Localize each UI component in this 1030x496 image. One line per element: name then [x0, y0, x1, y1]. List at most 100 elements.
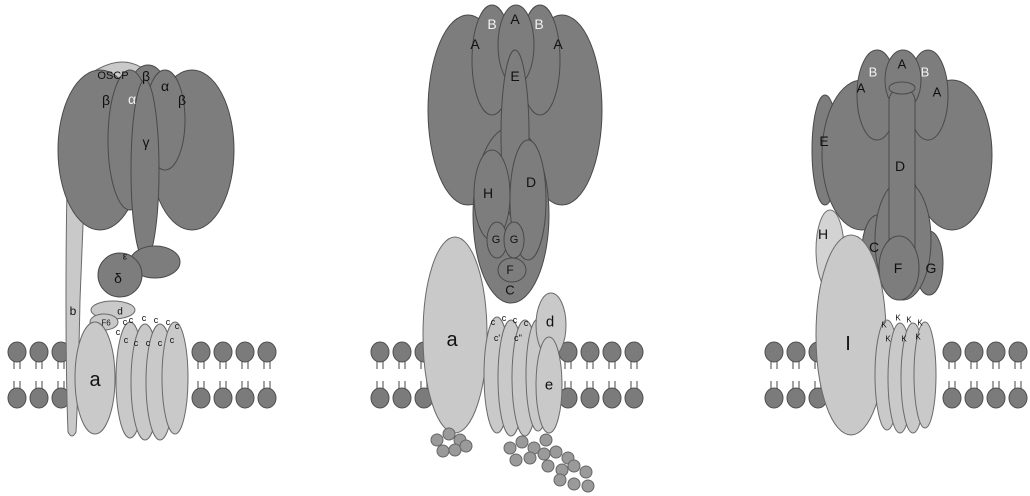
lipid-head	[624, 387, 644, 409]
label-g: G	[926, 260, 937, 276]
label-c: c	[513, 315, 518, 325]
label-c: c	[142, 313, 147, 323]
lipid-head	[213, 341, 233, 363]
i-subunit	[815, 234, 887, 436]
label-c-upper: C	[505, 283, 514, 298]
sugar-residue	[537, 447, 551, 461]
label-c: c	[146, 338, 151, 348]
label-c: c	[134, 338, 139, 348]
label-k: K	[906, 316, 912, 325]
lipid-head	[370, 387, 390, 409]
lipid-head	[986, 341, 1006, 363]
sugar-residue	[436, 444, 450, 458]
gamma-subunit	[130, 79, 160, 261]
label-b-right: B	[534, 16, 543, 32]
lipid-head	[786, 341, 806, 363]
lipid-head	[580, 387, 600, 409]
label-c: c	[502, 313, 507, 323]
lipid-head	[624, 341, 644, 363]
v-type-atpase: B A B A A E H D G G F C a d e c c c c c'…	[422, 4, 603, 493]
label-c: c	[123, 317, 128, 327]
glycosylation-chain-a	[430, 427, 473, 458]
label-e: E	[819, 133, 828, 149]
lipid-head	[235, 341, 255, 363]
label-c: c	[154, 315, 159, 325]
label-c: c	[175, 321, 180, 331]
lipid-head	[7, 341, 27, 363]
sugar-residue	[541, 459, 555, 473]
label-c: c	[166, 317, 171, 327]
label-c: c	[124, 335, 129, 345]
e-subunit-lower	[535, 336, 563, 434]
lipid-head	[986, 387, 1006, 409]
f-subunit	[497, 257, 527, 283]
lipid-head	[942, 341, 962, 363]
label-c-double-prime: c''	[514, 333, 522, 343]
lipid-head	[213, 387, 233, 409]
lipid-head	[964, 387, 984, 409]
d-subunit-top	[888, 81, 916, 95]
lipid-head	[392, 387, 412, 409]
label-k: K	[917, 319, 923, 328]
label-k: K	[915, 333, 921, 342]
a-subunit	[74, 321, 116, 435]
label-c-prime: c'	[494, 333, 501, 343]
lipid-head	[1008, 387, 1028, 409]
sugar-residue	[579, 465, 593, 479]
label-c: c	[116, 327, 121, 337]
f-type-atpase: OSCP β α β α β γ ε δ b d F6 a c c c c c …	[57, 61, 235, 441]
label-d-lower: d	[546, 314, 554, 331]
label-c: c	[129, 315, 134, 325]
label-b-left: B	[869, 65, 878, 80]
label-b-right: B	[921, 65, 930, 80]
sugar-residue	[442, 427, 456, 441]
label-a-top: A	[898, 57, 907, 72]
delta-subunit	[97, 252, 143, 298]
sugar-residue	[515, 435, 529, 449]
lipid-head	[602, 387, 622, 409]
label-k: K	[881, 321, 887, 330]
lipid-head	[191, 387, 211, 409]
lipid-head	[786, 387, 806, 409]
membrane-bilayer-left	[7, 341, 277, 409]
k-ring-labels: K K K K K K K	[881, 314, 923, 344]
lipid-head	[191, 341, 211, 363]
a-type-atpase: B A B A A E D H C F G I K K K K K K K	[811, 49, 993, 436]
label-delta: δ	[114, 270, 122, 286]
label-alpha-mid: α	[128, 91, 136, 107]
label-d: D	[895, 158, 905, 174]
label-a-left: A	[857, 81, 866, 96]
label-epsilon: ε	[123, 252, 128, 263]
lipid-head	[764, 341, 784, 363]
f-subunit	[878, 235, 920, 301]
label-k: K	[885, 335, 891, 344]
c-ring-labels: c c c c c c c c c c c c	[116, 313, 180, 348]
label-a-lower: a	[446, 329, 458, 351]
label-a-top: A	[510, 11, 520, 27]
label-k: K	[895, 314, 901, 323]
label-beta-left: β	[102, 92, 110, 108]
label-a-right: A	[933, 85, 942, 100]
lipid-head	[257, 341, 277, 363]
label-e-upper: E	[510, 68, 519, 84]
label-b: b	[70, 304, 77, 318]
sugar-residue	[523, 451, 537, 465]
lipid-head	[942, 387, 962, 409]
membrane-bilayer-middle	[370, 341, 644, 409]
lipid-head	[235, 387, 255, 409]
label-a-left: A	[470, 36, 480, 52]
label-i: I	[845, 333, 851, 355]
sugar-residue	[503, 441, 517, 455]
label-c: c	[158, 338, 163, 348]
label-f6: F6	[101, 319, 111, 328]
glycosylation-chain-e	[503, 433, 595, 493]
label-h: H	[483, 185, 493, 201]
sugar-residue	[567, 459, 581, 473]
sugar-residue	[553, 473, 567, 487]
lipid-head	[1008, 341, 1028, 363]
sugar-residue	[549, 445, 563, 459]
label-g-right: G	[510, 234, 519, 246]
lipid-head	[764, 387, 784, 409]
lipid-head	[392, 341, 412, 363]
